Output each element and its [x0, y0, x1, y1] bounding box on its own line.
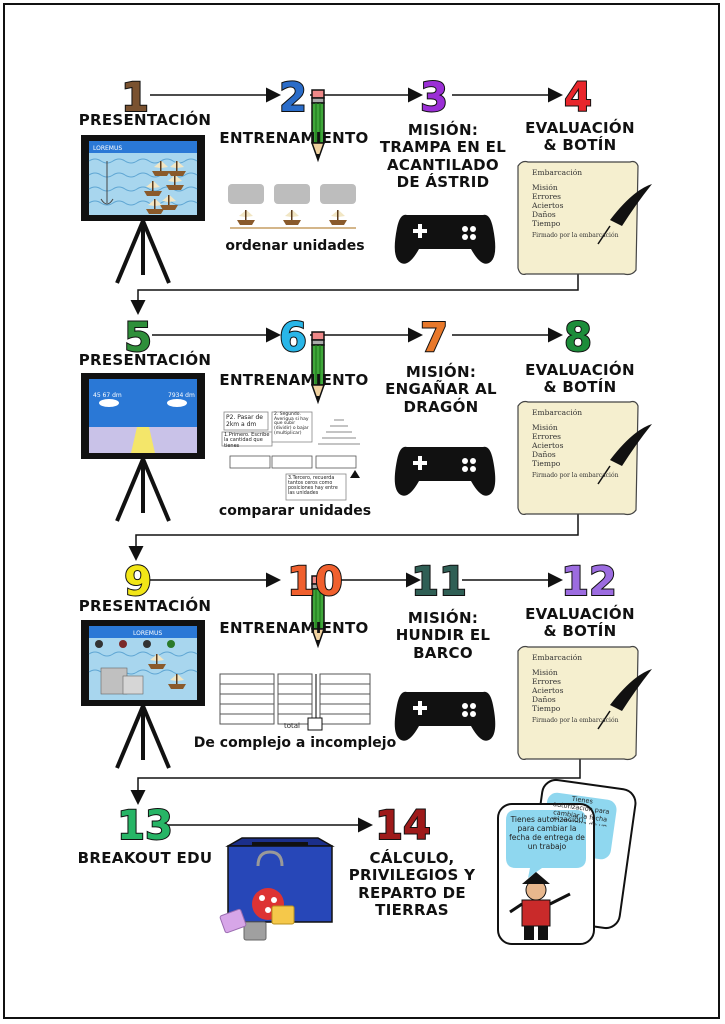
arrow-8-9: [128, 500, 579, 561]
step-number-3: 3: [419, 75, 449, 121]
privilege-cards: [497, 778, 637, 945]
worksheet-note-1: P2. Pasar de 2km a dm: [226, 414, 263, 428]
sheet-item: Errores: [532, 432, 562, 441]
sheet-item: Tiempo: [532, 704, 561, 713]
step-number-13: 13: [116, 803, 174, 849]
step-title-7: MISIÓN: ENGAÑAR AL DRAGÓN: [385, 363, 497, 416]
presentation-easel-1: LOREMUS: [79, 133, 207, 285]
svg-text:7934 dm: 7934 dm: [168, 392, 195, 399]
step-number-12: 12: [560, 559, 618, 605]
step-title-1: PRESENTACIÓN: [78, 111, 212, 129]
sheet-item: Daños: [532, 210, 556, 219]
sheet-footer: Firmado por la embarcación: [532, 717, 619, 724]
sheet-item: Aciertos: [532, 686, 564, 695]
breakout-box: [219, 837, 335, 941]
step-title-14: CÁLCULO, PRIVILEGIOS Y REPARTO DE TIERRA…: [348, 849, 476, 919]
sheet-header: Embarcación: [532, 408, 583, 417]
worksheet-note-3: 1.Primero. Escribe la cantidad que tiene…: [224, 432, 270, 449]
svg-text:LOREMUS: LOREMUS: [93, 145, 122, 152]
svg-text:LOREMUS: LOREMUS: [133, 630, 162, 637]
step-title-6: ENTRENAMIENTO: [219, 371, 369, 389]
step-number-2: 2: [278, 75, 308, 121]
step-number-1: 1: [120, 75, 150, 121]
step-title-5: PRESENTACIÓN: [78, 351, 212, 369]
evaluation-sheet-text-3: Embarcación Misión Errores Aciertos Daño…: [532, 653, 624, 724]
step-number-7: 7: [419, 315, 449, 361]
sheet-item: Daños: [532, 450, 556, 459]
sheet-item: Aciertos: [532, 441, 564, 450]
sheet-footer: Firmado por la embarcación: [532, 472, 619, 479]
step-number-9: 9: [123, 559, 153, 605]
gamepad-icon-3: [394, 691, 496, 741]
step-title-10: ENTRENAMIENTO: [219, 619, 369, 637]
sheet-item: Misión: [532, 423, 558, 432]
step-title-8: EVALUACIÓN & BOTÍN: [525, 361, 635, 397]
presentation-easel-2: 45 67 dm 7934 dm: [79, 371, 207, 523]
gamepad-icon-2: [394, 446, 496, 496]
sheet-item: Misión: [532, 668, 558, 677]
step-title-3: MISIÓN: TRAMPA EN EL ACANTILADO DE ÁSTRI…: [379, 121, 507, 191]
step-title-4: EVALUACIÓN & BOTÍN: [525, 119, 635, 155]
presentation-easel-3: LOREMUS: [79, 618, 207, 770]
sheet-item: Daños: [532, 695, 556, 704]
step-number-8: 8: [563, 315, 593, 361]
sheet-item: Errores: [532, 677, 562, 686]
step-title-12: EVALUACIÓN & BOTÍN: [525, 605, 635, 641]
sheet-item: Misión: [532, 183, 558, 192]
caption-comparar-unidades: comparar unidades: [218, 503, 372, 519]
caption-ordenar-unidades: ordenar unidades: [225, 238, 365, 254]
sheet-item: Errores: [532, 192, 562, 201]
sheet-item: Aciertos: [532, 201, 564, 210]
evaluation-sheet-text-2: Embarcación Misión Errores Aciertos Daño…: [532, 408, 624, 479]
sheet-item: Tiempo: [532, 459, 561, 468]
step-number-6: 6: [278, 315, 308, 361]
svg-text:45 67 dm: 45 67 dm: [93, 392, 122, 399]
arrow-12-13: [130, 748, 581, 805]
evaluation-sheet-text-1: Embarcación Misión Errores Aciertos Daño…: [532, 168, 624, 239]
training-ships-1: [228, 184, 356, 229]
training-worksheet-2: [221, 411, 360, 501]
step-number-4: 4: [563, 75, 593, 121]
caption-complejo-incomplejo: De complejo a incomplejo: [193, 735, 397, 751]
training-tables-3: [219, 673, 371, 731]
gamepad-icon-1: [394, 214, 496, 264]
step-number-5: 5: [123, 315, 153, 361]
total-label: total: [284, 722, 301, 730]
privilege-card-text: Tienes autorización para cambiar la fech…: [509, 815, 585, 851]
page-frame: [3, 3, 720, 1019]
step-title-13: BREAKOUT EDU: [77, 849, 213, 867]
sheet-footer: Firmado por la embarcación: [532, 232, 619, 239]
step-title-11: MISIÓN: HUNDIR EL BARCO: [395, 609, 491, 662]
sheet-item: Tiempo: [532, 219, 561, 228]
arrow-4-5: [130, 258, 579, 315]
sheet-header: Embarcación: [532, 168, 583, 177]
sheet-header: Embarcación: [532, 653, 583, 662]
step-title-9: PRESENTACIÓN: [78, 597, 212, 615]
step-number-11: 11: [410, 559, 468, 605]
worksheet-note-2: 2. Segundo. Averigua si hay que subir (d…: [274, 412, 309, 436]
step-number-10: 10: [286, 559, 344, 605]
worksheet-note-4: 3.Tercero, recuerda tantos ceros como po…: [288, 476, 338, 497]
step-title-2: ENTRENAMIENTO: [219, 129, 369, 147]
step-number-14: 14: [374, 803, 432, 849]
